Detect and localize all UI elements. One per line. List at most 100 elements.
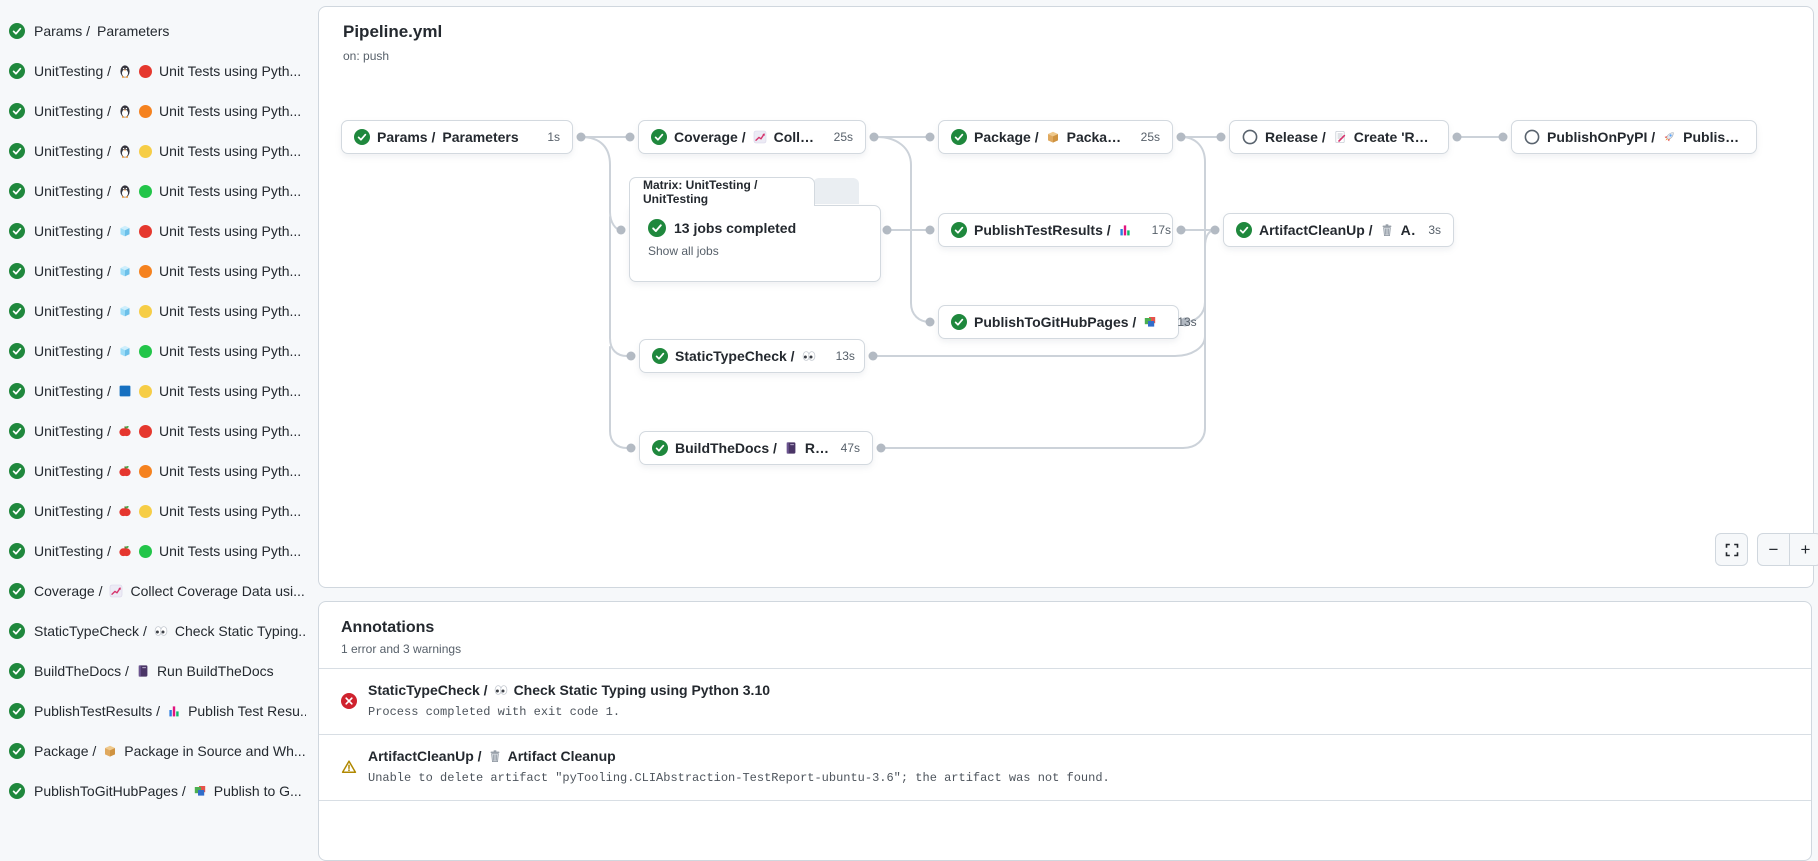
- graph-node-params[interactable]: Params / Parameters 1s: [341, 120, 573, 154]
- sidebar-job-label: BuildTheDocs / Run BuildTheDocs: [34, 663, 274, 679]
- node-duration: 1s: [547, 130, 560, 144]
- matrix-group-box[interactable]: 13 jobs completed Show all jobs: [629, 205, 881, 282]
- check-circle-icon: [951, 222, 967, 238]
- graph-node-pypi[interactable]: PublishOnPyPI / Publish to ...: [1511, 120, 1757, 154]
- sidebar-job-item[interactable]: Params / Parameters: [0, 11, 306, 51]
- sidebar-job-label: UnitTesting / Unit Tests using Pyth...: [34, 503, 302, 519]
- frames-icon: [1143, 315, 1157, 329]
- graph-node-buildthedocs[interactable]: BuildTheDocs / Run Buil... 47s: [639, 431, 873, 465]
- sidebar-job-item[interactable]: UnitTesting / Unit Tests using Pyth...: [0, 491, 306, 531]
- graph-node-statictypecheck[interactable]: StaticTypeCheck / Chec... 13s: [639, 339, 865, 373]
- python-version-dot: [139, 304, 153, 318]
- sidebar-job-item[interactable]: UnitTesting / Unit Tests using Pyth...: [0, 131, 306, 171]
- sidebar-job-label: UnitTesting / Unit Tests using Pyth...: [34, 63, 302, 79]
- job-list-sidebar: Params / Parameters UnitTesting / Unit T…: [0, 11, 306, 811]
- python-version-dot: [139, 424, 153, 438]
- apple-icon: [118, 544, 132, 558]
- edge-connector-dot: [576, 132, 586, 142]
- check-circle-icon: [9, 103, 25, 119]
- python-version-dot: [139, 544, 153, 558]
- sidebar-job-label: Coverage / Collect Coverage Data usi...: [34, 583, 305, 599]
- sidebar-job-label: PublishTestResults / Publish Test Resu..…: [34, 703, 306, 719]
- sidebar-job-item[interactable]: UnitTesting / Unit Tests using Pyth...: [0, 171, 306, 211]
- edge-connector-dot: [876, 443, 886, 453]
- graph-node-coverage[interactable]: Coverage / Collect Cove... 25s: [638, 120, 866, 154]
- check-circle-icon: [9, 463, 25, 479]
- sidebar-job-item[interactable]: UnitTesting / Unit Tests using Pyth...: [0, 251, 306, 291]
- sidebar-job-item[interactable]: StaticTypeCheck / Check Static Typing...: [0, 611, 306, 651]
- graph-node-release[interactable]: Release / Create 'Release P...: [1229, 120, 1449, 154]
- sidebar-job-label: UnitTesting / Unit Tests using Pyth...: [34, 223, 302, 239]
- node-job-name: ArtifactCleanUp /: [1259, 222, 1373, 238]
- check-circle-icon: [652, 348, 668, 364]
- graph-node-package[interactable]: Package / Package in So... 25s: [938, 120, 1173, 154]
- python-version-dot: [139, 184, 153, 198]
- graph-node-publishtestresults[interactable]: PublishTestResults / Pu... 17s: [938, 213, 1173, 247]
- sidebar-job-label: UnitTesting / Unit Tests using Pyth...: [34, 263, 302, 279]
- chart-increasing-icon: [753, 130, 767, 144]
- sidebar-job-label: Package / Package in Source and Wh...: [34, 743, 306, 759]
- sidebar-job-item[interactable]: BuildTheDocs / Run BuildTheDocs: [0, 651, 306, 691]
- python-version-dot: [139, 464, 153, 478]
- apple-icon: [118, 424, 132, 438]
- fullscreen-button[interactable]: [1715, 533, 1748, 566]
- edge-connector-dot: [869, 132, 879, 142]
- annotations-subtitle: 1 error and 3 warnings: [341, 642, 462, 656]
- check-circle-icon: [9, 223, 25, 239]
- zoom-out-button[interactable]: −: [1768, 540, 1779, 559]
- sidebar-job-item[interactable]: UnitTesting / Unit Tests using Pyth...: [0, 91, 306, 131]
- node-step-name: Collect Cove...: [773, 129, 821, 145]
- node-job-name: PublishTestResults /: [974, 222, 1111, 238]
- sidebar-job-label: StaticTypeCheck / Check Static Typing...: [34, 623, 306, 639]
- skipped-circle-icon: [1242, 129, 1258, 145]
- edge-connector-dot: [626, 443, 636, 453]
- node-job-name: BuildTheDocs /: [675, 440, 777, 456]
- penguin-icon: [118, 144, 132, 158]
- graph-node-publishtogithubpages[interactable]: PublishToGitHubPages / ... 13s: [938, 305, 1197, 339]
- check-circle-icon: [9, 663, 25, 679]
- check-circle-icon: [651, 129, 667, 145]
- node-job-name: Release /: [1265, 129, 1326, 145]
- check-circle-icon: [9, 743, 25, 759]
- graph-node-artifactcleanup[interactable]: ArtifactCleanUp / Artifac... 3s: [1223, 213, 1454, 247]
- node-job-name: Package /: [974, 129, 1039, 145]
- edge-connector-dot: [625, 132, 635, 142]
- sidebar-job-item[interactable]: UnitTesting / Unit Tests using Pyth...: [0, 211, 306, 251]
- sidebar-job-item[interactable]: UnitTesting / Unit Tests using Pyth...: [0, 531, 306, 571]
- node-step-name: Run Buil...: [804, 440, 828, 456]
- sidebar-job-item[interactable]: UnitTesting / Unit Tests using Pyth...: [0, 291, 306, 331]
- node-duration: 13s: [835, 349, 855, 363]
- check-circle-icon: [9, 623, 25, 639]
- sidebar-job-item[interactable]: Package / Package in Source and Wh...: [0, 731, 306, 771]
- skipped-circle-icon: [1524, 129, 1540, 145]
- node-job-name: Coverage /: [674, 129, 746, 145]
- sidebar-job-item[interactable]: UnitTesting / Unit Tests using Pyth...: [0, 51, 306, 91]
- blue-square-icon: [118, 384, 132, 398]
- edge-connector-dot: [1210, 225, 1220, 235]
- workflow-trigger: on: push: [343, 49, 390, 63]
- workflow-graph-panel: Pipeline.yml on: push Matrix: UnitTestin…: [318, 6, 1818, 588]
- matrix-stacked-card: [813, 178, 859, 204]
- package-icon: [103, 744, 117, 758]
- show-all-jobs-link[interactable]: Show all jobs: [648, 244, 719, 258]
- sidebar-job-item[interactable]: UnitTesting / Unit Tests using Pyth...: [0, 371, 306, 411]
- check-circle-icon: [9, 783, 25, 799]
- sidebar-job-item[interactable]: PublishTestResults / Publish Test Resu..…: [0, 691, 306, 731]
- sidebar-job-item[interactable]: PublishToGitHubPages / Publish to G...: [0, 771, 306, 811]
- sidebar-job-item[interactable]: UnitTesting / Unit Tests using Pyth...: [0, 451, 306, 491]
- zoom-in-button[interactable]: +: [1789, 534, 1818, 565]
- error-circle-icon: [341, 682, 357, 719]
- trash-icon: [1380, 223, 1394, 237]
- annotation-job-link[interactable]: ArtifactCleanUp /Artifact Cleanup: [368, 748, 616, 764]
- memo-icon: [1333, 130, 1347, 144]
- package-icon: [1046, 130, 1060, 144]
- graph-edges: [580, 136, 1504, 449]
- sidebar-job-item[interactable]: Coverage / Collect Coverage Data usi...: [0, 571, 306, 611]
- node-duration: 17s: [1151, 223, 1172, 237]
- apple-icon: [118, 464, 132, 478]
- annotation-job-link[interactable]: StaticTypeCheck /Check Static Typing usi…: [368, 682, 771, 698]
- sidebar-job-item[interactable]: UnitTesting / Unit Tests using Pyth...: [0, 331, 306, 371]
- sidebar-job-item[interactable]: UnitTesting / Unit Tests using Pyth...: [0, 411, 306, 451]
- eyes-icon: [802, 349, 816, 363]
- penguin-icon: [118, 104, 132, 118]
